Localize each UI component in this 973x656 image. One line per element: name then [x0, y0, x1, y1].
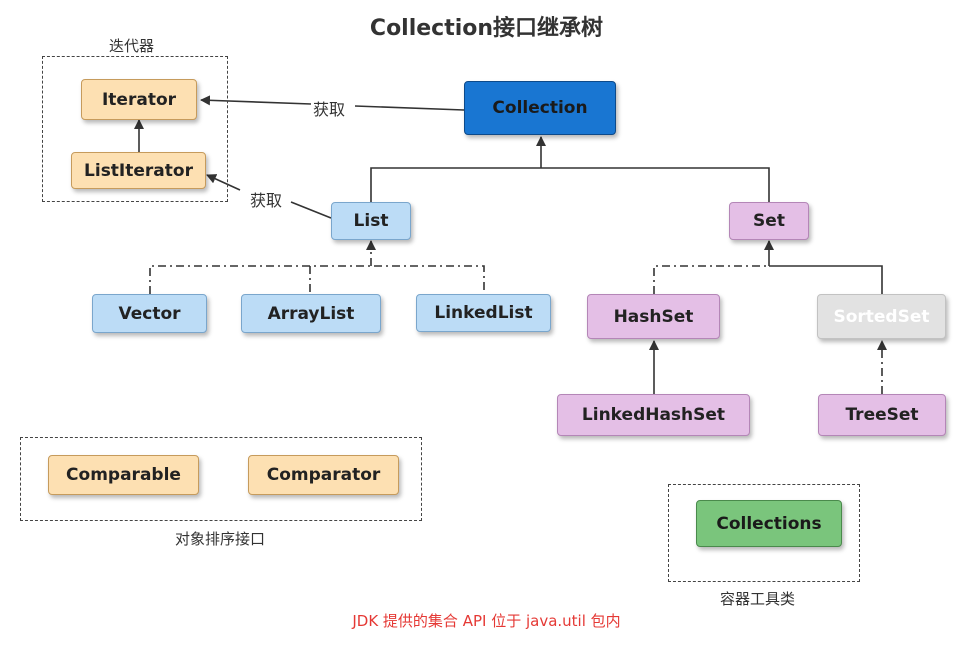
comparator-node: Comparator [248, 455, 399, 495]
iterator-node: Iterator [81, 79, 197, 120]
linkedhashset-node: LinkedHashSet [557, 394, 750, 436]
collection-node: Collection [464, 81, 616, 135]
set-node: Set [729, 202, 809, 240]
vector-node: Vector [92, 294, 207, 333]
edge-collection-iterator [201, 100, 465, 111]
tools-group-label: 容器工具类 [720, 590, 796, 608]
iterator-group-label: 迭代器 [109, 37, 155, 55]
edge-hashset-set [653, 265, 769, 294]
linkedlist-node: LinkedList [416, 294, 551, 332]
edge-sortedset-set [769, 265, 883, 294]
listiterator-node: ListIterator [71, 152, 206, 189]
compare-group [20, 437, 422, 521]
diagram-title: Collection接口继承树 [369, 16, 604, 41]
edge-set-collection [541, 167, 770, 202]
footer-note: JDK 提供的集合 API 位于 java.util 包内 [352, 612, 621, 630]
edge-list-listiterator [207, 175, 332, 219]
comparable-node: Comparable [48, 455, 199, 495]
edge-list-implementations [149, 265, 485, 294]
sortedset-node: SortedSet [817, 294, 946, 339]
collections-node: Collections [696, 500, 842, 547]
compare-group-label: 对象排序接口 [175, 530, 266, 548]
edge-label-list-listiterator: 获取 [250, 191, 283, 210]
tools-group [668, 484, 860, 582]
edge-label-collection-iterator: 获取 [313, 100, 346, 119]
treeset-node: TreeSet [818, 394, 946, 436]
hashset-node: HashSet [587, 294, 720, 339]
iterator-group [42, 56, 228, 202]
arraylist-node: ArrayList [241, 294, 381, 333]
list-node: List [331, 202, 411, 240]
edge-list-collection [370, 167, 541, 202]
